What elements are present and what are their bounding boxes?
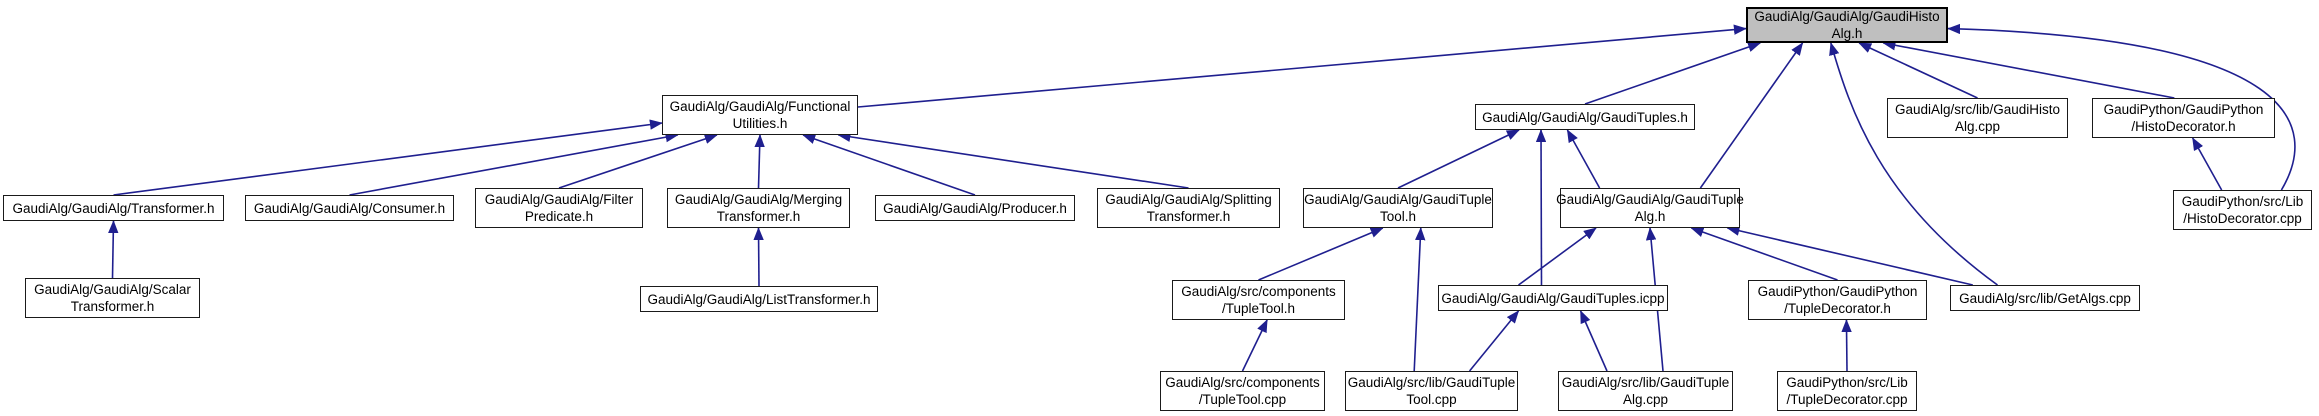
node-label-line: GaudiAlg/GaudiAlg/Transformer.h bbox=[12, 200, 215, 216]
node-label-line: GaudiAlg/GaudiAlg/GaudiTuples.icpp bbox=[1441, 290, 1665, 306]
node-label-line: Alg.cpp bbox=[1954, 119, 2001, 134]
edge-gaudi-tuple-alg-cpp-to-gaudi-tuples-icpp bbox=[1579, 310, 1608, 372]
node-tuple-decorator-h[interactable]: GaudiPython/GaudiPython/TupleDecorator.h bbox=[1748, 280, 1927, 320]
node-gaudi-tuples-icpp[interactable]: GaudiAlg/GaudiAlg/GaudiTuples.icpp bbox=[1438, 285, 1668, 311]
node-label-line: Alg.h bbox=[1831, 26, 1863, 41]
edge-gaudi-tuples-icpp-to-gaudi-tuples-h bbox=[1535, 129, 1547, 286]
node-tuple-tool-components-h[interactable]: GaudiAlg/src/components/TupleTool.h bbox=[1172, 280, 1345, 320]
edge-tuple-tool-components-h-to-gaudi-tuple-tool-h bbox=[1258, 227, 1384, 281]
node-label-line: Transformer.h bbox=[70, 299, 155, 314]
node-gaudi-tuples-h[interactable]: GaudiAlg/GaudiAlg/GaudiTuples.h bbox=[1475, 104, 1695, 130]
node-label-line: GaudiAlg/GaudiAlg/Merging bbox=[674, 192, 843, 207]
edge-gaudi-tuple-tool-h-to-gaudi-tuples-h bbox=[1397, 129, 1520, 189]
node-tuple-decorator-cpp[interactable]: GaudiPython/src/Lib/TupleDecorator.cpp bbox=[1777, 371, 1917, 411]
node-list-transformer-h[interactable]: GaudiAlg/GaudiAlg/ListTransformer.h bbox=[640, 286, 878, 312]
edge-filter-predicate-h-to-functional-utilities-h bbox=[558, 133, 718, 189]
node-label-line: /TupleDecorator.h bbox=[1784, 301, 1891, 316]
edge-histo-decorator-cpp-to-gaudi-histo-alg-h bbox=[1947, 23, 2296, 191]
edge-histo-decorator-cpp-to-histo-decorator-h bbox=[2191, 137, 2223, 191]
edge-gaudi-tuple-alg-h-to-gaudi-histo-alg-h bbox=[1699, 42, 1804, 189]
edge-functional-utilities-h-to-gaudi-histo-alg-h bbox=[857, 24, 1747, 108]
edge-gaudi-tuple-alg-h-to-gaudi-tuples-h bbox=[1566, 129, 1601, 189]
node-label-line: Tool.cpp bbox=[1406, 392, 1457, 407]
edge-splitting-transformer-h-to-functional-utilities-h bbox=[837, 131, 1189, 189]
node-label-line: Transformer.h bbox=[716, 209, 801, 224]
node-label-line: GaudiPython/GaudiPython bbox=[1757, 284, 1918, 299]
edge-producer-h-to-functional-utilities-h bbox=[802, 134, 976, 196]
edge-get-algs-cpp-to-gaudi-histo-alg-h bbox=[1829, 42, 1998, 286]
node-producer-h[interactable]: GaudiAlg/GaudiAlg/Producer.h bbox=[875, 195, 1075, 221]
node-label-line: GaudiAlg/src/components bbox=[1165, 375, 1320, 390]
node-label-line: /HistoDecorator.h bbox=[2131, 119, 2236, 134]
edge-get-algs-cpp-to-gaudi-tuple-alg-h bbox=[1726, 225, 1973, 286]
node-get-algs-cpp[interactable]: GaudiAlg/src/lib/GetAlgs.cpp bbox=[1950, 285, 2140, 311]
node-label-line: GaudiAlg/GaudiAlg/Scalar bbox=[34, 282, 191, 297]
node-label-line: GaudiPython/src/Lib bbox=[2181, 194, 2304, 209]
node-label-line: GaudiAlg/GaudiAlg/Splitting bbox=[1105, 192, 1272, 207]
edge-gaudi-tuples-h-to-gaudi-histo-alg-h bbox=[1584, 42, 1761, 105]
node-label-line: GaudiAlg/GaudiAlg/Filter bbox=[484, 192, 634, 207]
node-label-line: GaudiAlg/GaudiAlg/GaudiTuple bbox=[1304, 192, 1492, 207]
node-tuple-tool-components-cpp[interactable]: GaudiAlg/src/components/TupleTool.cpp bbox=[1160, 371, 1325, 411]
node-label-line: /TupleTool.h bbox=[1221, 301, 1296, 316]
edge-scalar-transformer-h-to-transformer-h bbox=[108, 220, 119, 279]
edge-gaudi-tuple-tool-cpp-to-gaudi-tuples-icpp bbox=[1468, 310, 1520, 372]
edge-tuple-tool-components-cpp-to-tuple-tool-components-h bbox=[1241, 319, 1268, 372]
edge-tuple-decorator-h-to-gaudi-tuple-alg-h bbox=[1690, 227, 1838, 281]
node-label-line: GaudiAlg/GaudiAlg/ListTransformer.h bbox=[647, 291, 871, 307]
edge-consumer-h-to-functional-utilities-h bbox=[349, 132, 679, 196]
node-label-line: GaudiAlg/src/lib/GaudiHisto bbox=[1894, 102, 2061, 117]
edge-tuple-decorator-cpp-to-tuple-decorator-h bbox=[1841, 319, 1852, 372]
node-transformer-h[interactable]: GaudiAlg/GaudiAlg/Transformer.h bbox=[3, 195, 224, 221]
node-label-line: GaudiAlg/GaudiAlg/Producer.h bbox=[883, 200, 1067, 216]
edge-transformer-h-to-functional-utilities-h bbox=[113, 119, 663, 196]
node-label-line: Tool.h bbox=[1379, 209, 1417, 224]
node-label-line: GaudiPython/GaudiPython bbox=[2103, 102, 2264, 117]
node-label-line: GaudiPython/src/Lib bbox=[1786, 375, 1908, 390]
node-label-line: GaudiAlg/src/components bbox=[1181, 284, 1336, 299]
node-label-line: GaudiAlg/GaudiAlg/GaudiTuple bbox=[1556, 192, 1744, 207]
edge-gaudi-tuple-tool-cpp-to-gaudi-tuple-tool-h bbox=[1413, 227, 1426, 372]
node-label-line: GaudiAlg/src/lib/GaudiTuple bbox=[1561, 375, 1730, 390]
node-histo-decorator-cpp[interactable]: GaudiPython/src/Lib/HistoDecorator.cpp bbox=[2173, 190, 2312, 230]
node-label-line: GaudiAlg/GaudiAlg/GaudiTuples.h bbox=[1482, 109, 1688, 125]
node-histo-decorator-h[interactable]: GaudiPython/GaudiPython/HistoDecorator.h bbox=[2092, 98, 2275, 138]
node-label-line: /TupleTool.cpp bbox=[1198, 392, 1287, 407]
node-consumer-h[interactable]: GaudiAlg/GaudiAlg/Consumer.h bbox=[245, 195, 454, 221]
edge-gaudi-histo-alg-cpp-to-gaudi-histo-alg-h bbox=[1858, 42, 1978, 99]
edge-gaudi-tuples-icpp-to-gaudi-tuple-alg-h bbox=[1518, 227, 1597, 286]
node-label-line: Predicate.h bbox=[524, 209, 594, 224]
node-label-line: Alg.h bbox=[1634, 209, 1666, 224]
node-label-line: /TupleDecorator.cpp bbox=[1786, 392, 1908, 407]
node-label-line: GaudiAlg/src/lib/GaudiTuple bbox=[1347, 375, 1516, 390]
edge-histo-decorator-h-to-gaudi-histo-alg-h bbox=[1882, 40, 2175, 99]
node-label-line: GaudiAlg/GaudiAlg/GaudiHisto bbox=[1754, 9, 1940, 24]
edges bbox=[108, 23, 2296, 372]
node-label-line: Alg.cpp bbox=[1622, 392, 1669, 407]
node-label-line: Transformer.h bbox=[1146, 209, 1231, 224]
edge-list-transformer-h-to-merging-transformer-h bbox=[753, 227, 764, 287]
node-label-line: GaudiAlg/src/lib/GetAlgs.cpp bbox=[1959, 290, 2131, 306]
node-label-line: Utilities.h bbox=[732, 116, 788, 131]
edge-merging-transformer-h-to-functional-utilities-h bbox=[754, 134, 765, 189]
node-label-line: GaudiAlg/GaudiAlg/Functional bbox=[669, 99, 851, 114]
node-label-line: /HistoDecorator.cpp bbox=[2183, 211, 2302, 226]
node-label-line: GaudiAlg/GaudiAlg/Consumer.h bbox=[253, 200, 446, 216]
